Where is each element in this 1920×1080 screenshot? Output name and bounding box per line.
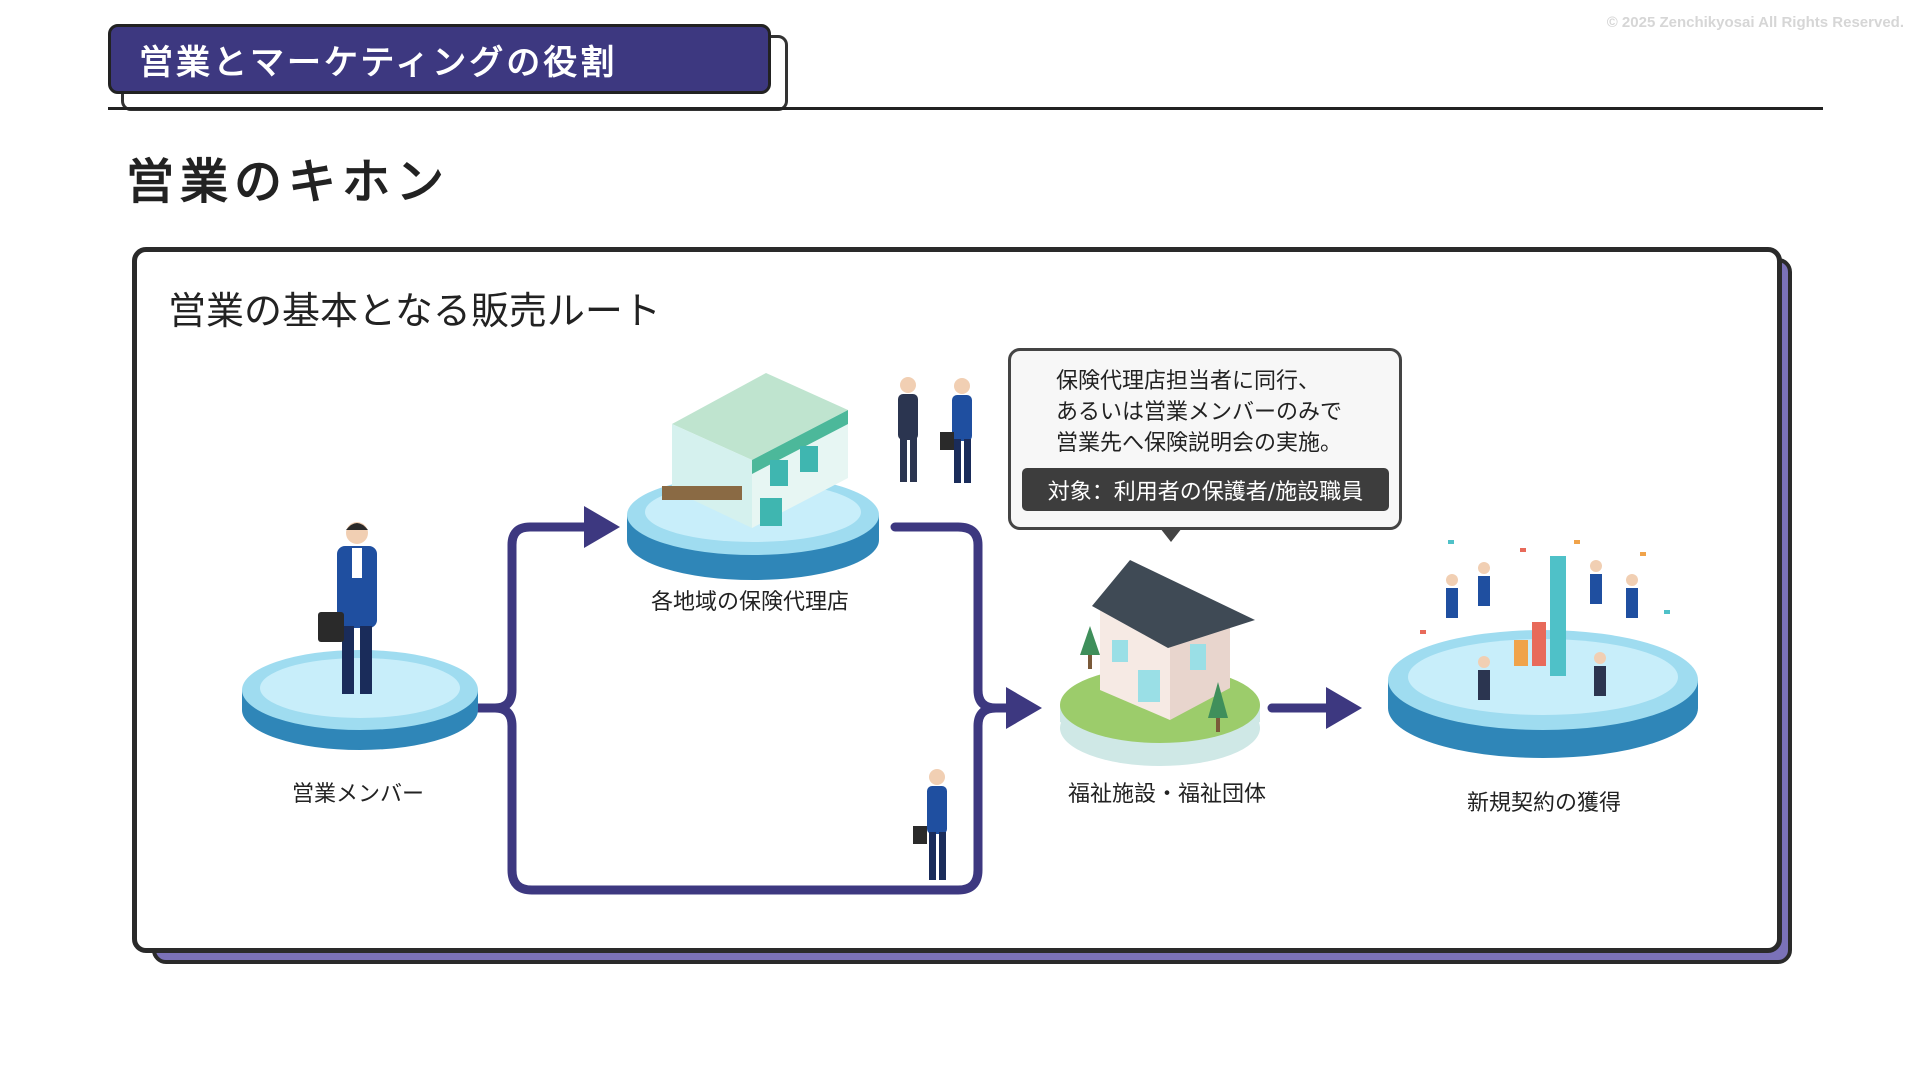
flow-lines: [473, 522, 1335, 895]
contract-platform-icon: [1388, 630, 1698, 758]
speech-bubble-tail: [1160, 528, 1182, 542]
node-label-contract: 新規契約の獲得: [1467, 791, 1622, 816]
page-title: 営業のキホン: [126, 154, 451, 210]
confetti-icon: [1420, 540, 1670, 634]
bubble-line: あるいは営業メンバーのみで: [1056, 400, 1343, 425]
path-to-agency: [473, 522, 593, 713]
divider: [108, 107, 1823, 110]
celebrating-people-icons: [1446, 560, 1638, 700]
arrow-head-agency: [584, 506, 620, 548]
card-title: 営業の基本となる販売ルート: [168, 289, 661, 333]
path-agency-to-welfare: [890, 522, 1001, 713]
welfare-facility-icon: [1060, 560, 1260, 766]
walking-businessman-icon: [913, 769, 947, 880]
office-building-icon: [662, 373, 848, 528]
bubble-line: 保険代理店担当者に同行、: [1056, 369, 1321, 394]
node-label-welfare: 福祉施設・福祉団体: [1068, 782, 1267, 807]
speech-bubble-text: 保険代理店担当者に同行、 あるいは営業メンバーのみで 営業先へ保険説明会の実施。: [1056, 366, 1342, 459]
growth-chart-icon: [1514, 556, 1566, 676]
copyright-text: © 2025 Zenchikyosai All Rights Reserved.: [1606, 14, 1904, 31]
target-audience-tag: 対象：利用者の保護者/施設職員: [1022, 468, 1389, 511]
arrow-head-contract: [1326, 687, 1362, 729]
agency-staff-icons: [898, 377, 972, 483]
flow-arrows: [584, 506, 1362, 729]
content-card: [132, 247, 1782, 953]
businessman-icon: [318, 522, 377, 694]
path-direct: [490, 703, 1015, 895]
arrow-head-welfare: [1006, 687, 1042, 729]
node-label-agency: 各地域の保険代理店: [651, 590, 850, 615]
section-tag: 営業とマーケティングの役割: [108, 24, 771, 94]
node-label-sales-member: 営業メンバー: [292, 782, 425, 807]
bubble-line: 営業先へ保険説明会の実施。: [1056, 431, 1343, 456]
